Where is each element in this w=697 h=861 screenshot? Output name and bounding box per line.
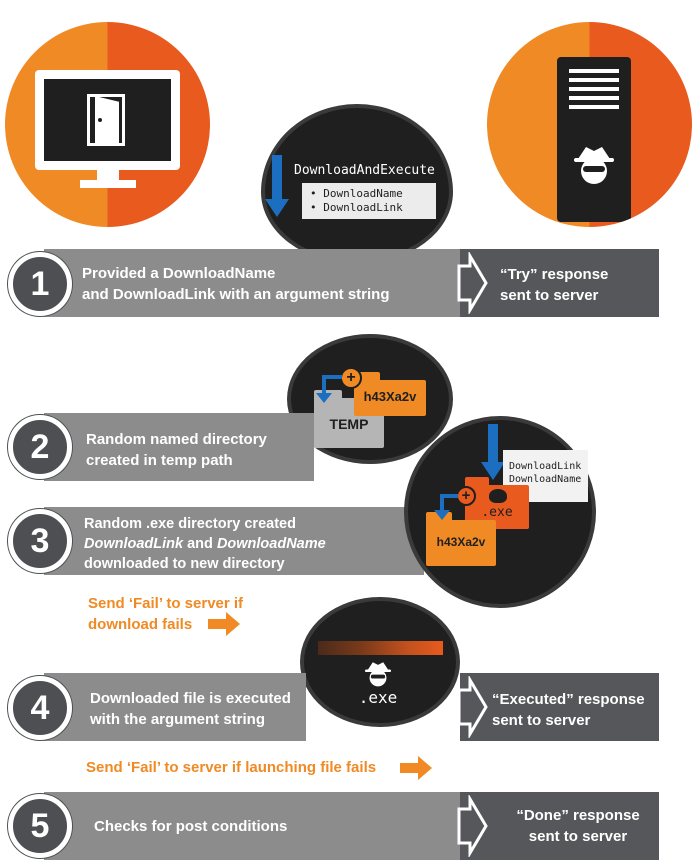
step-1-number: 1 (8, 252, 72, 316)
launch-fail-note: Send ‘Fail’ to server if launching file … (86, 759, 377, 776)
download-fail-arrow-icon (208, 612, 240, 636)
step-1-response: “Try” response sent to server (500, 266, 609, 304)
step-5-description: Checks for post conditions (94, 818, 288, 835)
step-3-number: 3 (8, 509, 72, 573)
download-args-doc: DownloadLink DownloadName (503, 450, 588, 502)
exe-hacker-icon (365, 662, 391, 687)
step-4-response: “Executed” response sent to server (492, 691, 645, 729)
server-circle (487, 22, 692, 227)
step-2-number: 2 (8, 415, 72, 479)
step-1-description: Provided a DownloadName and DownloadLink… (82, 265, 390, 303)
monitor-icon (35, 70, 180, 190)
step-5-bar (44, 792, 462, 860)
execute-circle (300, 597, 460, 727)
command-arg-download-link: • DownloadLink (310, 201, 403, 214)
step-4-response-bar (460, 673, 659, 741)
step-4-bar (44, 673, 306, 741)
victim-computer-circle (5, 22, 210, 227)
step-2-description: Random named directory created in temp p… (86, 431, 267, 469)
step-5-response-bar (460, 792, 659, 860)
hacker-icon (574, 147, 614, 184)
step-5-number: 5 (8, 794, 72, 858)
exe-file-label: .exe (358, 688, 398, 707)
execution-progress-bar (318, 641, 443, 655)
step-1-response-bar (460, 249, 659, 317)
command-args-box: • DownloadName • DownloadLink (302, 183, 436, 219)
command-arg-download-name: • DownloadName (310, 187, 403, 200)
exe-folder-label: .exe (481, 505, 513, 520)
step-4-description: Downloaded file is executed with the arg… (90, 690, 291, 728)
exe-download-arrow-icon (481, 424, 505, 482)
download-arrow-icon (265, 155, 289, 221)
launch-fail-arrow-icon (400, 756, 432, 780)
add-badge-icon-2: + (456, 486, 476, 506)
server-tower-icon (557, 57, 631, 222)
random-dir-label-2: h43Xa2v (436, 535, 486, 549)
step-1-arrow-icon (457, 252, 488, 314)
step-5-arrow-icon (457, 795, 488, 857)
step-3-description: Random .exe directory created DownloadLi… (84, 516, 326, 572)
step-5-response: “Done” response sent to server (516, 807, 640, 845)
step-1-bar (44, 249, 462, 317)
exe-arrow-icon (434, 494, 458, 520)
temp-arrow-icon (316, 375, 342, 403)
command-title: DownloadAndExecute (294, 163, 435, 178)
random-dir-folder-icon-2: h43Xa2v (426, 512, 496, 566)
step-2-bar (44, 413, 314, 481)
download-fail-note: Send ‘Fail’ to server if download fails (88, 595, 244, 633)
step-3-bar (44, 507, 424, 575)
exe-folder-hacker-icon (489, 489, 507, 503)
step-4-number: 4 (8, 676, 72, 740)
random-dir-folder-icon: h43Xa2v (354, 372, 426, 416)
step-4-arrow-icon (457, 676, 488, 738)
random-dir-label: h43Xa2v (363, 389, 417, 404)
add-badge-icon: + (340, 367, 362, 389)
temp-folder-label: TEMP (329, 416, 369, 432)
